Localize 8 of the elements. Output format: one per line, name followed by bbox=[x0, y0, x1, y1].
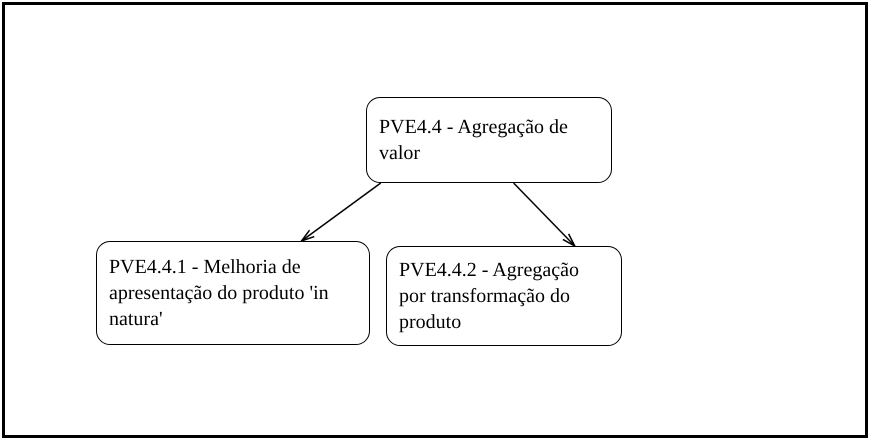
process-box bbox=[366, 97, 612, 183]
box-label: PVE4.4 - Agregação de valor bbox=[379, 115, 569, 166]
arrow bbox=[513, 182, 576, 247]
process-box bbox=[386, 246, 622, 346]
box-label: PVE4.4.1 - Melhoria de apresentação do produto 'in natura' bbox=[109, 255, 330, 332]
arrow bbox=[300, 182, 382, 242]
box-label: PVE4.4.2 - Agregação por transformação do produto bbox=[399, 258, 580, 335]
process-box bbox=[96, 241, 370, 345]
